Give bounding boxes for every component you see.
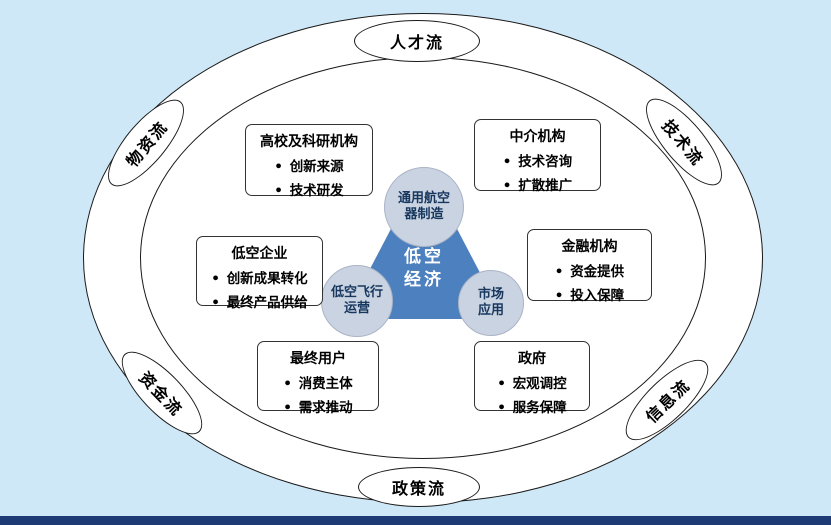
core-label-line: 经济 [404,269,444,290]
box-users: 最终用户 消费主体 需求推动 [257,341,379,416]
node-text-line: 应用 [477,303,504,318]
bullet-item: 创新成果转化 [211,267,308,287]
box-title: 金融机构 [561,239,618,255]
box-title: 高校及科研机构 [260,134,358,150]
bullet-item: 投入保障 [555,284,624,304]
bullet-item: 资金提供 [555,260,624,280]
node-market: 市场 应用 [458,270,524,336]
bullet-item: 创新来源 [274,155,344,175]
node-manufacturing: 通用航空 器制造 [384,167,464,247]
box-universities: 高校及科研机构 创新来源 技术研发 [245,124,373,199]
box-government: 政府 宏观调控 服务保障 [474,341,590,416]
bottom-accent-bar [0,516,831,525]
box-intermediary: 中介机构 技术咨询 扩散推广 [474,119,601,194]
bullet-item: 宏观调控 [497,372,567,392]
core-label-line: 低空 [404,247,444,267]
node-text-line: 低空飞行 [330,284,383,300]
box-enterprises: 低空企业 创新成果转化 最终产品供给 [196,236,323,311]
bullet-item: 技术咨询 [503,150,572,170]
box-title: 最终用户 [290,351,346,367]
box-finance: 金融机构 资金提供 投入保障 [527,229,652,304]
box-title: 低空企业 [231,246,288,262]
node-text-line: 器制造 [404,207,444,222]
bullet-item: 扩散推广 [503,174,572,194]
node-text-line: 市场 [477,286,504,302]
node-text-line: 运营 [343,301,370,316]
box-title: 政府 [518,351,546,367]
flow-talent: 人才流 [354,20,480,62]
bullet-item: 消费主体 [283,372,353,392]
bullet-item: 技术研发 [274,179,344,199]
core-triangle [349,175,499,319]
node-text-line: 通用航空 [397,190,450,206]
bullet-item: 服务保障 [497,396,567,416]
bullet-item: 最终产品供给 [211,291,308,311]
core-label: 低空 经济 [374,246,474,292]
box-title: 中介机构 [509,129,566,145]
flow-policy: 政策流 [358,467,480,507]
node-operation: 低空飞行 运营 [321,265,393,337]
bullet-item: 需求推动 [283,396,353,416]
